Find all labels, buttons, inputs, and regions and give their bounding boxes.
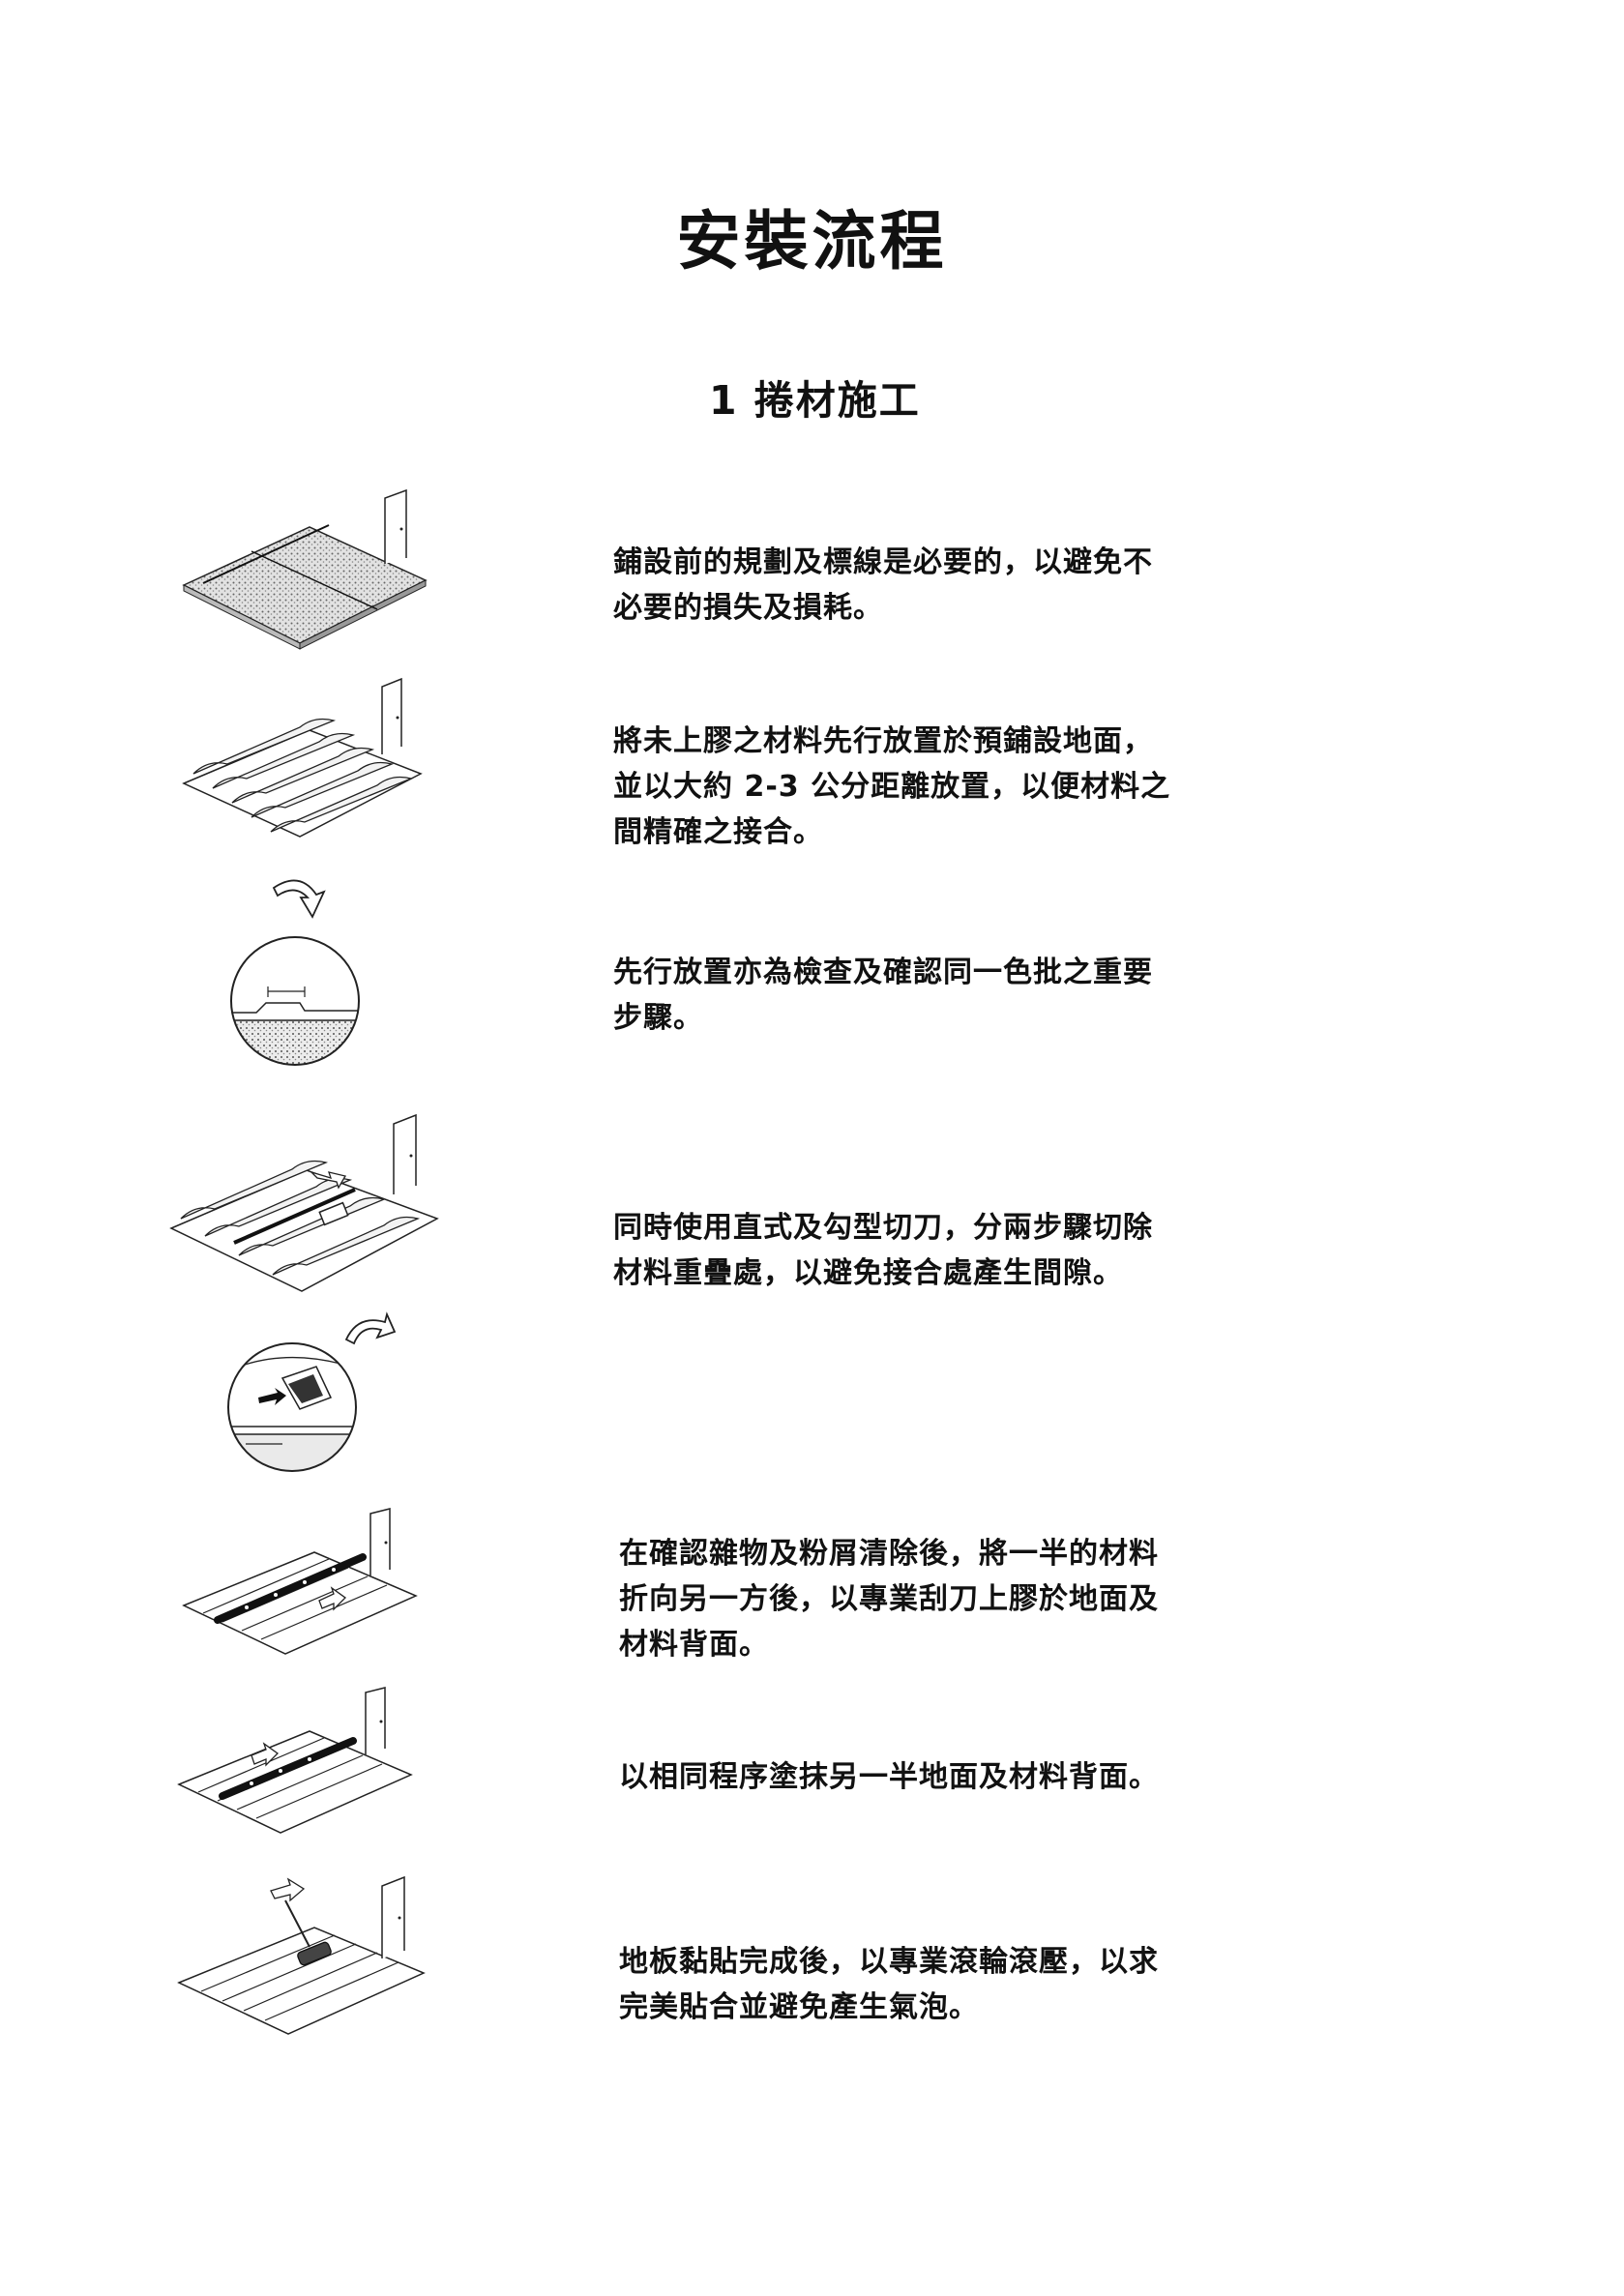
step-1-line-2: 必要的損失及損耗。 (613, 591, 883, 625)
floor-planning-illustration (174, 488, 435, 667)
cutting-illustration (166, 1112, 447, 1315)
step-5-text: 在確認雜物及粉屑清除後，將一半的材料 折向另一方後，以專業刮刀上膠於地面及 材料… (619, 1531, 1159, 1667)
step-3-text: 先行放置亦為檢查及確認同一色批之重要 步驟。 (613, 950, 1153, 1041)
curved-arrow-icon (339, 1310, 397, 1354)
section-title: 1 捲材施工 (709, 377, 921, 424)
step-7-text: 地板黏貼完成後，以專業滾輪滾壓，以求 完美貼合並避免產生氣泡。 (619, 1939, 1159, 2030)
step-5-line-1: 在確認雜物及粉屑清除後，將一半的材料 (619, 1537, 1159, 1571)
step-4-line-1: 同時使用直式及勾型切刀，分兩步驟切除 (613, 1211, 1153, 1245)
page-title: 安裝流程 (676, 204, 948, 279)
step-2-line-2: 並以大約 2-3 公分距離放置，以便材料之 (613, 770, 1171, 804)
curved-arrow-icon (266, 870, 329, 928)
step-3-line-2: 步驟。 (613, 1001, 703, 1035)
overlap-detail-illustration (227, 933, 363, 1069)
step-7-line-1: 地板黏貼完成後，以專業滾輪滾壓，以求 (619, 1945, 1159, 1979)
step-1-line-1: 鋪設前的規劃及標線是必要的，以避免不 (613, 545, 1153, 579)
step-7-line-2: 完美貼合並避免產生氣泡。 (619, 1990, 979, 2024)
step-6-text: 以相同程序塗抹另一半地面及材料背面。 (619, 1754, 1159, 1800)
fold-glue-illustration (179, 1509, 430, 1673)
step-5-line-2: 折向另一方後，以專業刮刀上膠於地面及 (619, 1582, 1159, 1616)
step-2-line-1: 將未上膠之材料先行放置於預鋪設地面， (613, 724, 1153, 758)
step-4-line-2: 材料重疊處，以避免接合處產生間隙。 (613, 1256, 1123, 1290)
step-2-line-3: 間精確之接合。 (613, 815, 823, 849)
rolls-laid-illustration (179, 677, 430, 856)
second-half-glue-illustration (174, 1688, 426, 1852)
step-6-line-1: 以相同程序塗抹另一半地面及材料背面。 (619, 1760, 1159, 1794)
step-5-line-3: 材料背面。 (619, 1628, 769, 1662)
rolling-illustration (174, 1871, 435, 2050)
step-1-text: 鋪設前的規劃及標線是必要的，以避免不 必要的損失及損耗。 (613, 540, 1153, 631)
step-2-text: 將未上膠之材料先行放置於預鋪設地面， 並以大約 2-3 公分距離放置，以便材料之… (613, 719, 1170, 855)
cutting-detail-illustration (224, 1339, 360, 1475)
step-3-line-1: 先行放置亦為檢查及確認同一色批之重要 (613, 956, 1153, 989)
step-4-text: 同時使用直式及勾型切刀，分兩步驟切除 材料重疊處，以避免接合處產生間隙。 (613, 1205, 1153, 1296)
